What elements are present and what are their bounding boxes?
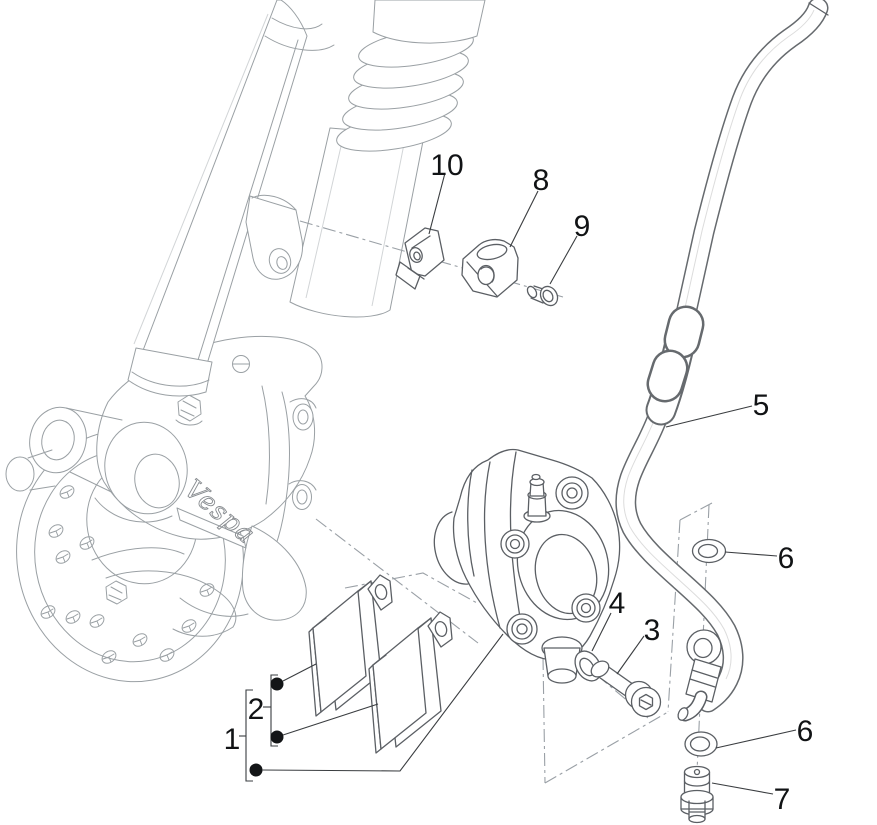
caliper-mount-lugs <box>288 398 317 510</box>
fork-tube-and-spring: Vespa <box>127 0 486 551</box>
hub-face <box>104 421 188 515</box>
callout-3: 3 <box>644 614 661 647</box>
sealing-washer-lower <box>684 731 718 757</box>
banjo-fitting <box>677 629 722 722</box>
leader-6-lower <box>715 729 797 749</box>
callout-labels: 10 8 9 5 6 4 3 6 7 2 1 <box>224 149 814 816</box>
group-bracket-1 <box>239 633 504 782</box>
hose-clip-part10 <box>395 227 445 290</box>
callout-6-lower: 6 <box>797 715 814 748</box>
outer-tube <box>141 0 308 371</box>
leader-9 <box>549 235 578 285</box>
callout-4: 4 <box>609 587 626 620</box>
hose-sleeve <box>645 305 705 426</box>
brake-pad-right <box>368 611 453 754</box>
leader-4 <box>591 612 612 652</box>
callout-6-upper: 6 <box>778 542 795 575</box>
leader-3 <box>616 635 645 675</box>
banjo-bolt-part7 <box>680 765 714 824</box>
callout-9: 9 <box>574 210 591 243</box>
disc-drill-holes <box>40 485 215 664</box>
caliper-fluid-port <box>541 636 583 684</box>
leader-8 <box>509 190 539 248</box>
brake-hose <box>615 0 829 722</box>
bleed-valve <box>523 473 551 523</box>
rivet-part9 <box>526 285 559 307</box>
caliper-bolt-part3 <box>590 660 662 718</box>
callout-1: 1 <box>224 723 241 756</box>
callout-2: 2 <box>248 693 265 726</box>
shock-body <box>289 127 425 318</box>
callout-10: 10 <box>430 149 463 182</box>
sealing-washer-upper <box>691 538 727 564</box>
callout-7: 7 <box>774 783 791 816</box>
leader-7 <box>711 782 774 795</box>
pinch-bolt <box>175 394 203 426</box>
hose-clamp-lug <box>245 194 303 280</box>
caliper-mount-holes <box>500 476 601 645</box>
brake-caliper <box>433 448 621 684</box>
brake-pads <box>308 574 453 754</box>
spring-coils <box>336 28 474 152</box>
leader-5 <box>665 405 753 428</box>
strut-top-mount <box>372 0 486 44</box>
callout-5: 5 <box>753 389 770 422</box>
caliper-bracket-arms <box>91 525 307 637</box>
hose-guide-bracket-part8 <box>461 238 519 298</box>
callout-8: 8 <box>533 164 550 197</box>
leader-10 <box>428 172 446 235</box>
callout-leaders <box>239 172 797 795</box>
group-bracket-2 <box>263 663 379 747</box>
tube-bottom-collar <box>127 347 213 397</box>
leader-6-upper <box>724 551 778 557</box>
hose-end-cut <box>808 2 829 16</box>
